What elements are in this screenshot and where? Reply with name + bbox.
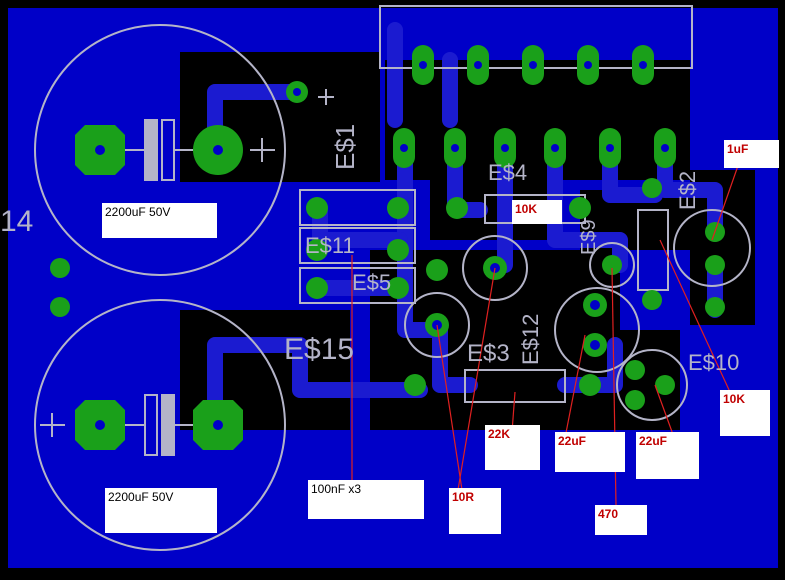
label-r-22k: 22K (485, 425, 540, 470)
label-r-10k-right: 10K (720, 390, 770, 436)
label-c-22uf-b: 22uF (636, 432, 699, 479)
label-c-1uf: 1uF (724, 140, 779, 168)
designator-es9: E$9 (578, 219, 600, 255)
label-cap-top: 2200uF 50V (102, 203, 217, 238)
designator-es3: E$3 (467, 340, 510, 367)
designator-es12: E$12 (518, 313, 543, 365)
designator-es15: E$15 (284, 333, 355, 366)
designator-es10: E$10 (688, 350, 740, 375)
label-r-10r: 10R (449, 488, 501, 534)
designator-es1: E$1 (330, 123, 360, 170)
label-c-22uf-a: 22uF (555, 432, 625, 472)
designator-es14: 14 (0, 205, 34, 238)
label-caps-100nf: 100nF x3 (308, 480, 424, 519)
label-r-10k-top: 10K (512, 200, 562, 224)
silkscreen (34, 5, 751, 551)
designator-es4: E$4 (488, 160, 528, 185)
designator-es11: E$11 (305, 233, 355, 258)
label-cap-bottom: 2200uF 50V (105, 488, 217, 533)
designator-es2: E$2 (675, 170, 700, 210)
pads (50, 45, 725, 450)
designator-es5: E$5 (352, 270, 392, 295)
label-r-470: 470 (595, 505, 647, 535)
leader-lines (351, 159, 741, 506)
